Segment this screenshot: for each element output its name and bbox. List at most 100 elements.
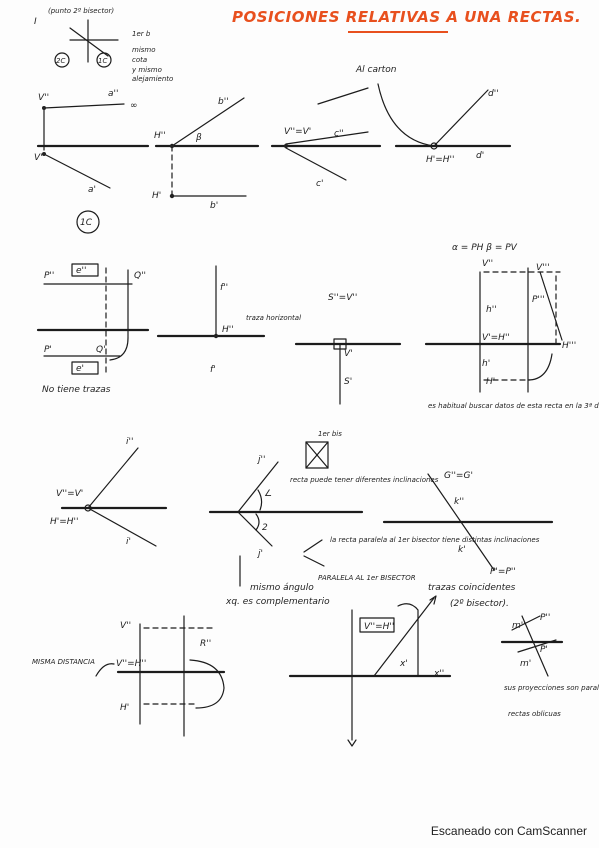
lbl-b1: b' [210,201,218,211]
note-list-3: cota [132,56,147,64]
note-mismo-angulo: mismo ángulo [250,583,314,593]
note-tercera-dim: es habitual buscar datos de esta recta e… [428,402,599,410]
diagram-row1-c: V''=V' c'' c' [270,87,382,189]
lbl-k2: k'' [454,497,464,507]
scanner-watermark: Escaneado con CamScanner [430,824,587,838]
diagram-row2-d: α = PH β = PV V'' V''' P''' H''' h'' V'=… [424,243,599,410]
note-alpha-beta: α = PH β = PV [452,243,518,253]
lbl-h2c: h'' [486,305,497,315]
lbl-sv: S''=V'' [328,293,357,303]
diagram-row2-c: S''=V'' V' S' [294,293,402,405]
lbl-v1: V' [34,153,43,163]
note-segundo-bis: (2º bisector). [450,599,509,609]
diagram-row2-b: f'' H'' traza horizontal f' [156,265,301,375]
note-primer-bis: 1er bis [318,430,342,438]
note-recta-incl: recta puede tener diferentes inclinacion… [290,476,439,484]
lbl-p1: P' [44,345,52,355]
lbl-k1: k' [458,545,466,555]
lbl-v2d: V'' [120,621,131,631]
note-sus-proy: sus proyecciones son paralelas entre sí [504,684,599,692]
note-misma-dist: MISMA DISTANCIA [32,658,95,666]
lbl-a2: a'' [108,89,118,99]
lbl-v2b: V'' [482,259,493,269]
lbl-q2: Q'' [134,271,146,281]
lbl-j1: j' [256,549,263,559]
lbl-vhbox: V''=H'' [364,622,394,632]
lbl-i2: i'' [126,437,133,447]
lbl-vp: V' [344,349,353,359]
lbl-p1e: P' [540,645,548,655]
lbl-vv: V''=V' [284,127,311,137]
lbl-h1d: H' [486,377,495,387]
note-paralela: PARALELA AL 1er BISECTOR [318,574,416,582]
lbl-pm: P''' [532,295,545,305]
note-tl-d: 1C [98,57,107,65]
lbl-q1: Q' [96,345,106,355]
diagram-row3-c: G''=G' k'' k' P'=P'' [382,471,554,577]
lbl-1c: 1C [80,218,93,228]
lbl-m1: m' [520,659,531,669]
diagram-row2-a: e'' e' P'' Q'' P' Q' No tiene trazas [36,263,150,395]
lbl-h1e: H' [120,703,129,713]
lbl-vm2: V''' [536,263,550,273]
note-list-1: 1er b [132,30,151,38]
lbl-x1: x' [399,659,408,669]
sketch-top-left: I (punto 2º bisector) 2C 1C 1er b mismo … [34,7,173,83]
note-tl-b: (punto 2º bisector) [48,7,114,15]
note-tl-c: 2C [56,57,65,65]
note-tl-a: I [34,17,37,27]
lbl-m2: m'' [512,621,526,631]
lbl-i1: i' [126,537,131,547]
lbl-d2: d'' [488,89,499,99]
lbl-a1: a' [88,185,96,195]
diagram-row3-a: i'' V''=V' H'=H'' i' [50,437,168,547]
note-al-carton: Al carton [355,65,397,75]
lbl-h1c: h' [482,359,490,369]
lbl-gg: G''=G' [444,471,473,481]
note-list-5: alejamiento [132,75,173,83]
note-list-2: mismo [132,46,156,54]
lbl-two: 2 [262,523,268,533]
lbl-c1: c' [316,179,323,189]
lbl-p2: P'' [44,271,54,281]
lbl-b2: b'' [218,97,229,107]
page-title: POSICIONES RELATIVAS A UNA RECTAS. [232,8,581,26]
lbl-x2: x'' [433,669,444,679]
lbl-d1: d' [476,151,484,161]
note-traza-h: traza horizontal [246,314,301,322]
note-recta-paralela: la recta paralela al 1er bisector tiene … [330,536,540,544]
lbl-h1: H' [152,191,161,201]
lbl-e2: e'' [76,266,87,276]
note-complementario: xq. es complementario [225,597,330,607]
lbl-h2: H'' [154,131,166,141]
diagram-row3-b: j'' j' ∠ 2 1er bis recta puede tener dif… [208,430,540,607]
diagram-row1-b: b'' H'' β H' b' [152,97,260,211]
note-oblicuas: rectas oblicuas [508,710,561,718]
lbl-beta: β [195,133,202,143]
lbl-e1: e' [76,364,84,374]
lbl-c2: c'' [334,129,344,139]
lbl-inf: ∞ [130,101,138,111]
lbl-f2: f'' [220,283,228,293]
lbl-vi: V''=V' [56,489,83,499]
lbl-vh: V'=H'' [482,333,510,343]
lbl-r2: R'' [200,639,211,649]
lbl-hh: H'=H'' [426,155,455,165]
lbl-pp: P'=P'' [490,567,516,577]
lbl-f1: f' [210,365,216,375]
lbl-j2: j'' [256,455,265,465]
note-trazas-coinc: trazas coincidentes [428,583,516,593]
lbl-s1: S' [344,377,352,387]
diagram-row4-b: V''=H'' x' x'' trazas coincidentes (2º b… [288,583,516,747]
lbl-hi: H'=H'' [50,517,79,527]
lbl-ang: ∠ [264,489,272,499]
lbl-p2e: P'' [540,613,550,623]
diagram-row4-a: V'' R'' V''=H'' H' MISMA DISTANCIA [32,615,226,737]
lbl-h2b: H'' [222,325,234,335]
lbl-vh2: V''=H'' [116,659,146,669]
diagram-row1-d: Al carton d'' H'=H'' d' [355,65,512,165]
diagram-row1-a: V'' a'' ∞ V' a' 1C [34,89,150,234]
diagram-row4-c: P'' P' m'' m' sus proyecciones son paral… [500,613,599,718]
